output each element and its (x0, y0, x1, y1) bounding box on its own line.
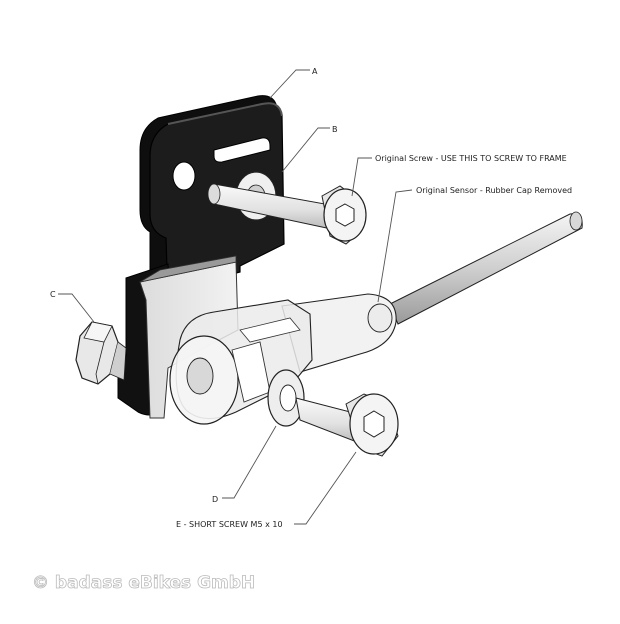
short-screw-e (295, 393, 399, 457)
callout-a: A (312, 67, 318, 76)
leader-original-screw (351, 157, 372, 197)
watermark: © badass eBikes GmbH (32, 573, 255, 593)
original-screw (207, 171, 367, 245)
callout-short-screw: E - SHORT SCREW M5 x 10 (176, 520, 283, 529)
original-sensor (389, 211, 583, 325)
callout-labels: A B C D Original Screw - USE THIS TO SCR… (50, 67, 572, 529)
callout-d: D (212, 495, 218, 504)
hex-nut-c (75, 321, 127, 385)
bracket-a (117, 95, 285, 419)
leader-b (281, 127, 330, 173)
leader-d (222, 425, 277, 499)
leader-c (58, 293, 95, 323)
callout-original-sensor: Original Sensor - Rubber Cap Removed (416, 186, 572, 195)
callout-c: C (50, 290, 56, 299)
leader-e (294, 451, 357, 525)
callout-original-screw: Original Screw - USE THIS TO SCREW TO FR… (375, 154, 567, 163)
leader-original-sensor (377, 189, 413, 303)
leader-a (269, 69, 310, 99)
callout-b: B (332, 125, 338, 134)
leader-lines (58, 69, 413, 525)
washer-d (267, 369, 305, 427)
